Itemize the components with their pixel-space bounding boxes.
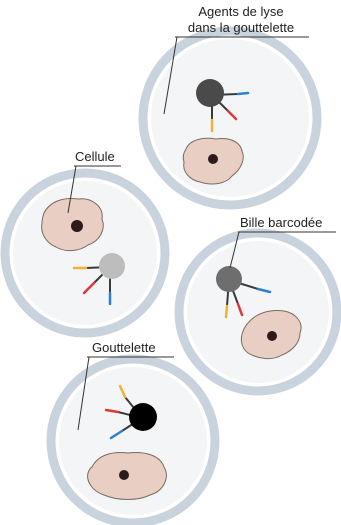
bead-dark — [196, 79, 224, 107]
label-cell-text: Cellule — [75, 149, 115, 164]
cell — [88, 453, 167, 500]
droplet-interior — [187, 241, 329, 383]
cell-nucleus — [119, 470, 129, 480]
label-droplet-text: Gouttelette — [92, 340, 156, 355]
bead-gray — [216, 266, 242, 292]
bead-black — [129, 403, 157, 431]
label-lysis-line1: Agents de lyse — [198, 4, 283, 19]
cell-nucleus — [208, 154, 218, 164]
droplet-plain — [51, 359, 215, 523]
droplet-cell — [5, 173, 165, 333]
cell-nucleus — [71, 220, 83, 232]
cell-nucleus — [267, 331, 277, 341]
bead-light — [99, 253, 125, 279]
bead-arm-yellow-tip — [226, 306, 227, 317]
label-bead-text: Bille barcodée — [240, 215, 322, 230]
bead-arm-blue-tip — [238, 93, 248, 94]
label-lysis-line2: dans la gouttelette — [188, 20, 294, 35]
droplet-lysis — [143, 31, 317, 205]
droplet-bead — [179, 233, 337, 391]
